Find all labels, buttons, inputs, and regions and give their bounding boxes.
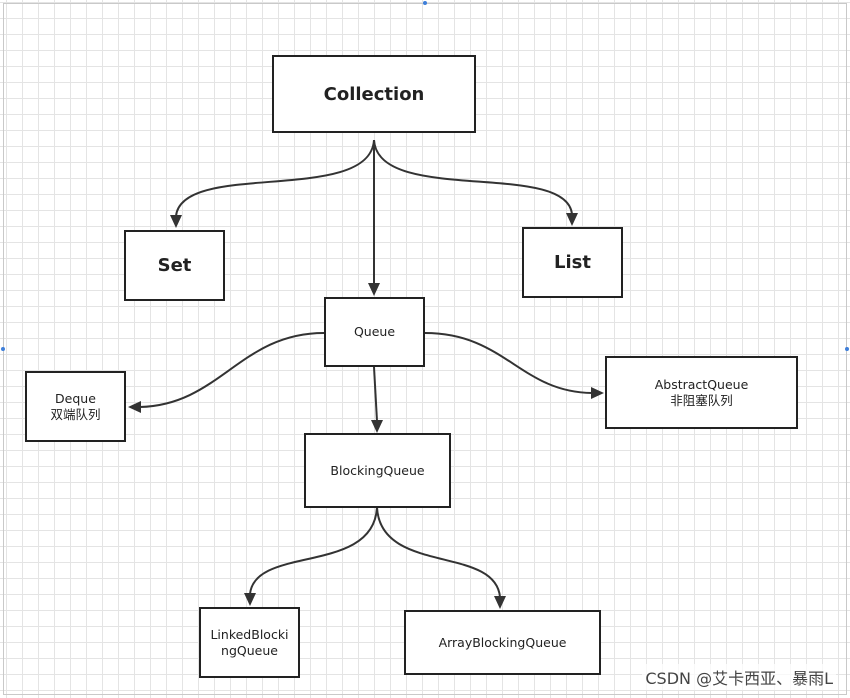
node-queue[interactable]: Queue — [324, 297, 425, 367]
node-collection-label: Collection — [323, 83, 425, 105]
edge-blocking-linked — [249, 506, 378, 595]
node-set[interactable]: Set — [124, 230, 225, 301]
watermark-text: CSDN @艾卡西亚、暴雨L — [642, 664, 836, 690]
node-deque-label: Deque 双端队列 — [50, 390, 101, 422]
node-blockingqueue-label: BlockingQueue — [330, 462, 425, 478]
node-linkedblockingqueue[interactable]: LinkedBlocki ngQueue — [199, 607, 300, 678]
edge-queue-blockingqueue — [373, 366, 378, 422]
arrowhead-queue — [368, 283, 380, 296]
arrowhead-array — [494, 596, 506, 609]
edge-blocking-array — [376, 506, 501, 598]
node-arrayblockingqueue-label: ArrayBlockingQueue — [438, 634, 567, 650]
node-list[interactable]: List — [522, 227, 623, 298]
arrowhead-set — [170, 215, 182, 228]
edge-queue-abstractqueue — [424, 332, 593, 394]
resize-handle-right[interactable] — [845, 347, 849, 351]
node-blockingqueue[interactable]: BlockingQueue — [304, 433, 451, 508]
arrowhead-abstractqueue — [591, 387, 604, 399]
node-deque[interactable]: Deque 双端队列 — [25, 371, 126, 442]
arrowhead-deque — [128, 401, 141, 413]
node-abstractqueue[interactable]: AbstractQueue 非阻塞队列 — [605, 356, 798, 429]
node-set-label: Set — [157, 255, 192, 276]
node-arrayblockingqueue[interactable]: ArrayBlockingQueue — [404, 610, 601, 675]
arrowhead-blockingqueue — [371, 420, 383, 433]
edge-collection-set — [175, 139, 375, 217]
node-list-label: List — [554, 252, 591, 273]
arrowhead-list — [566, 213, 578, 226]
edge-collection-list — [373, 139, 573, 215]
arrowhead-linked — [244, 593, 256, 606]
edge-queue-deque — [139, 332, 325, 408]
resize-handle-top[interactable] — [423, 1, 427, 5]
node-abstractqueue-label: AbstractQueue 非阻塞队列 — [654, 376, 749, 408]
node-collection[interactable]: Collection — [272, 55, 476, 133]
resize-handle-left[interactable] — [1, 347, 5, 351]
node-queue-label: Queue — [353, 324, 396, 339]
node-linkedblockingqueue-label: LinkedBlocki ngQueue — [210, 626, 289, 658]
